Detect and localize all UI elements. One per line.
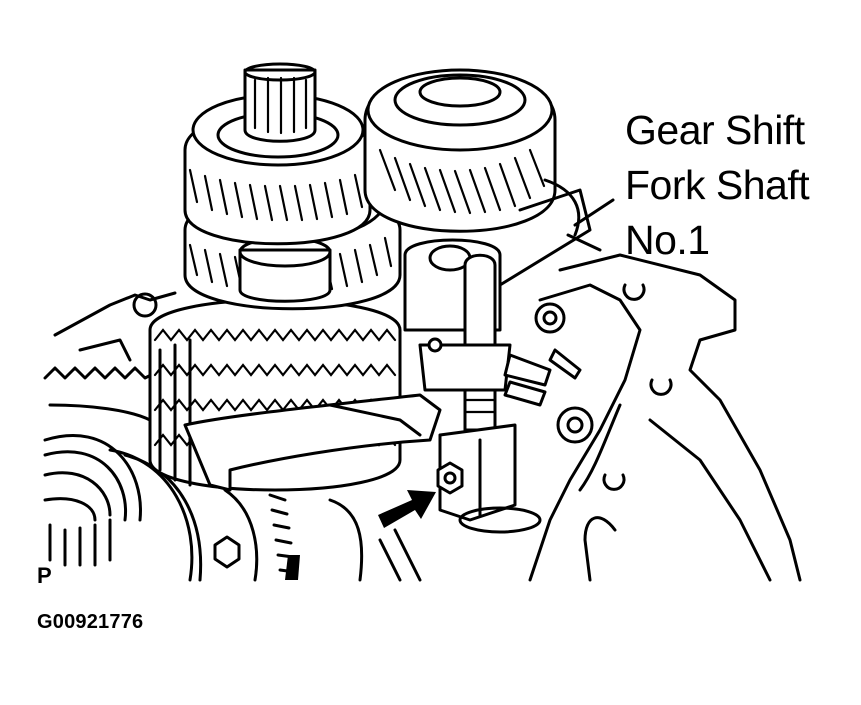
transmission-case	[528, 253, 802, 582]
gear-top-left	[183, 62, 372, 246]
gear-shift-fork-shaft-no1	[403, 238, 582, 534]
callout-label-line-1: Gear Shift	[625, 107, 805, 153]
bearing-assembly	[43, 434, 259, 582]
lower-gear-detail	[268, 493, 422, 582]
gear-top-right	[363, 68, 581, 237]
arrow-pointer-icon	[378, 490, 436, 528]
leader-line	[566, 198, 615, 252]
figure-id: G00921776	[37, 611, 144, 633]
housing-bracket	[43, 291, 177, 422]
shift-fork	[183, 188, 592, 492]
callout-label-line-2: Fork Shaft	[625, 162, 810, 208]
callout-label-line-3: No.1	[625, 217, 710, 263]
view-letter: P	[37, 563, 52, 588]
